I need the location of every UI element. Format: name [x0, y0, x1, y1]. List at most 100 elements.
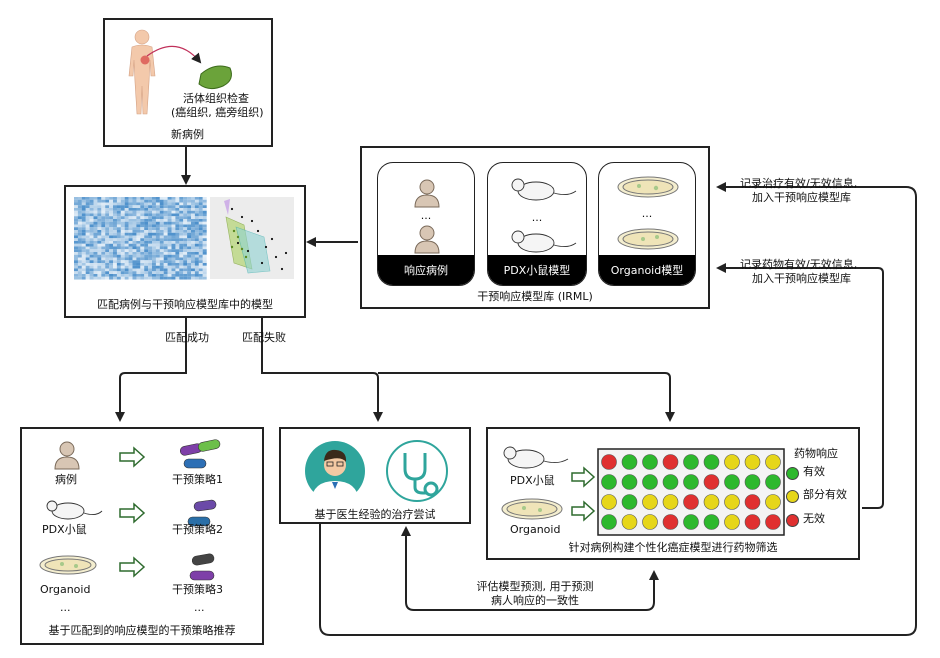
- heatmap-cell: [144, 227, 149, 231]
- heatmap-cell: [175, 219, 180, 222]
- heatmap-cell: [77, 235, 82, 239]
- heatmap-cell: [148, 208, 153, 211]
- heatmap-cell: [198, 241, 203, 244]
- heatmap-cell: [194, 252, 199, 255]
- heatmap-cell: [163, 263, 168, 266]
- heatmap-cell: [198, 219, 203, 222]
- heatmap-cell: [105, 197, 110, 200]
- heatmap-cell: [93, 199, 98, 203]
- heatmap-cell: [101, 199, 106, 203]
- heatmap-cell: [132, 213, 137, 217]
- heatmap-cell: [202, 202, 207, 206]
- arrow-drug-record: [716, 263, 884, 509]
- heatmap-cell: [105, 202, 110, 206]
- heatmap-cell: [183, 241, 188, 244]
- heatmap-cell: [128, 246, 133, 250]
- plate-well: [662, 474, 679, 490]
- heatmap-cell: [74, 216, 78, 220]
- heatmap-cell: [140, 227, 145, 231]
- heatmap-cell: [159, 276, 164, 280]
- heatmap-cell: [175, 252, 180, 255]
- library-box: ... 响应病例 ... PDX小鼠模型 ... Organoid模型 干预响应…: [360, 146, 710, 309]
- heatmap-cell: [97, 257, 102, 261]
- heatmap-cell: [93, 216, 98, 220]
- heatmap-cell: [187, 252, 192, 255]
- heatmap-cell: [187, 221, 192, 225]
- heatmap-cell: [183, 254, 188, 258]
- heatmap-cell: [194, 221, 199, 225]
- heatmap-cell: [171, 235, 176, 239]
- heatmap-cell: [191, 241, 195, 244]
- heatmap-cell: [155, 238, 160, 242]
- heatmap-cell: [74, 224, 78, 228]
- plate-well: [765, 514, 781, 530]
- heatmap-cell: [175, 202, 180, 206]
- heatmap-cell: [74, 257, 78, 261]
- heatmap-cell: [155, 213, 160, 217]
- heatmap-cell: [148, 197, 153, 200]
- heatmap-cell: [167, 265, 172, 269]
- heatmap-cell: [194, 210, 199, 214]
- heatmap-cell: [136, 268, 141, 272]
- heatmap-cell: [171, 224, 176, 228]
- heatmap-cell: [105, 246, 110, 250]
- heatmap-cell: [175, 235, 180, 239]
- heatmap-cell: [113, 224, 117, 228]
- heatmap-cell: [128, 224, 133, 228]
- heatmap-cell: [179, 246, 184, 250]
- plate-well: [703, 454, 720, 470]
- heatmap-cell: [202, 254, 207, 258]
- heatmap-cell: [152, 260, 156, 264]
- heatmap-cell: [183, 202, 188, 206]
- heatmap-cell: [171, 205, 176, 209]
- heatmap-cell: [194, 241, 199, 244]
- heatmap-cell: [202, 252, 207, 255]
- heatmap-cell: [109, 263, 114, 266]
- recommend-label: 基于匹配到的响应模型的干预策略推荐: [48, 624, 236, 637]
- heatmap-cell: [77, 268, 82, 272]
- heatmap-cell: [101, 219, 106, 222]
- card-label: Organoid模型: [599, 255, 695, 285]
- heatmap-cell: [191, 238, 195, 242]
- heatmap-cell: [163, 227, 168, 231]
- heatmap-cell: [132, 241, 137, 244]
- heatmap-cell: [113, 205, 117, 209]
- heatmap-cell: [89, 199, 94, 203]
- heatmap-cell: [136, 246, 141, 250]
- heatmap-cell: [113, 202, 117, 206]
- heatmap-cell: [132, 216, 137, 220]
- heatmap-cell: [124, 224, 129, 228]
- heatmap-cell: [120, 276, 125, 280]
- heatmap-cell: [109, 243, 114, 247]
- heatmap-cell: [105, 224, 110, 228]
- heatmap-cell: [167, 197, 172, 200]
- patient-icon: [414, 179, 440, 254]
- heatmap-cell: [128, 249, 133, 253]
- heatmap-cell: [81, 197, 86, 200]
- heatmap-cell: [101, 224, 106, 228]
- heatmap-cell: [140, 238, 145, 242]
- plate-well: [724, 514, 740, 530]
- heatmap-cell: [155, 205, 160, 209]
- heatmap-cell: [77, 230, 82, 233]
- arrow-evaluate: [405, 530, 659, 611]
- arrow-treatment-record: [319, 182, 917, 636]
- heatmap-cell: [128, 210, 133, 214]
- plate-well: [642, 454, 658, 470]
- library-card-pdx: ... PDX小鼠模型: [487, 162, 587, 286]
- heatmap-cell: [124, 199, 129, 203]
- heatmap-cell: [116, 246, 121, 250]
- heatmap-cell: [136, 252, 141, 255]
- heatmap-cell: [93, 249, 98, 253]
- heatmap-cell: [144, 246, 149, 250]
- heatmap-cell: [128, 276, 133, 280]
- heatmap-cell: [128, 213, 133, 217]
- heatmap-cell: [109, 216, 114, 220]
- heatmap-cell: [144, 268, 149, 272]
- heatmap-cell: [144, 257, 149, 261]
- heatmap-cell: [159, 265, 164, 269]
- heatmap-cell: [183, 238, 188, 242]
- heatmap-cell: [128, 254, 133, 258]
- cluster-plot: [210, 197, 294, 279]
- heatmap-cell: [85, 232, 90, 236]
